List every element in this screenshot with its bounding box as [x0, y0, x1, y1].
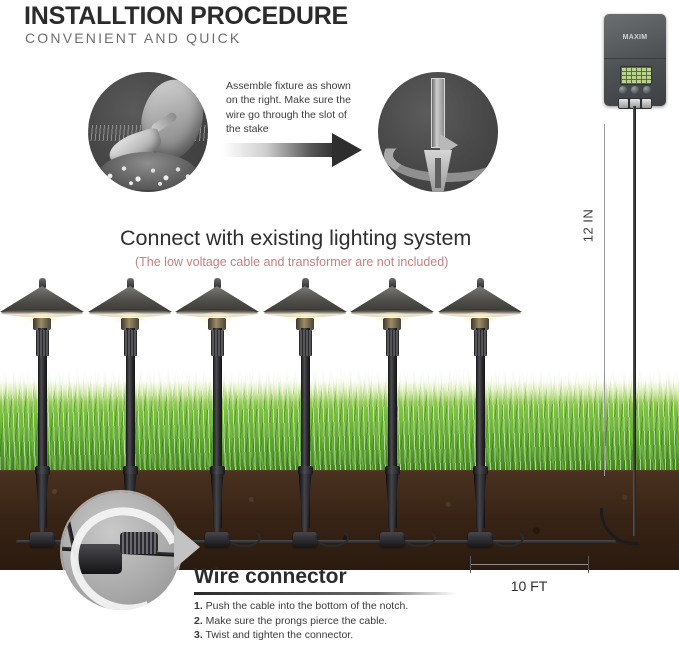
terminal [641, 99, 651, 108]
riser-tube [431, 78, 445, 148]
transformer-unit[interactable]: MAXIM [604, 14, 666, 109]
transformer-riser-cable [633, 106, 636, 536]
connector-body [76, 544, 122, 574]
pebble-texture [98, 158, 198, 188]
lamp-collar [121, 318, 139, 330]
callout-pointer [174, 525, 200, 569]
path-light-fixture [175, 278, 259, 550]
dimension-tick-left [470, 556, 471, 573]
lamp-post-ridges [123, 330, 137, 356]
lamp-post-ridges [210, 330, 224, 356]
page-subtitle: CONVENIENT AND QUICK [25, 30, 242, 46]
horizontal-dimension-line [470, 564, 588, 565]
lamp-post [387, 328, 397, 528]
cable-connector [293, 532, 317, 547]
cable-loop [490, 529, 524, 547]
lamp-finial [38, 278, 46, 288]
path-light-fixture [263, 278, 347, 550]
wire-connector-step: 2. Make sure the prongs pierce the cable… [194, 614, 388, 627]
lamp-collar [383, 318, 401, 330]
cable-loop [315, 529, 349, 547]
stake-slot [435, 158, 441, 188]
lamp-post [475, 328, 485, 528]
transformer-button[interactable] [619, 86, 627, 94]
wire-connector-steps: 1. Push the cable into the bottom of the… [194, 599, 494, 643]
digging-hole-photo [88, 72, 208, 192]
lamp-collar [208, 318, 226, 330]
cable-connector [205, 532, 229, 547]
lamp-post [37, 328, 47, 528]
lamp-post-ridges [473, 330, 487, 356]
stake-assembly-photo [378, 72, 498, 192]
wire-connector-step: 1. Push the cable into the bottom of the… [194, 600, 409, 612]
cable-connector [468, 532, 492, 547]
lamp-post [125, 328, 135, 528]
wire-connector-step: 3. Twist and tighten the connector. [194, 629, 354, 642]
lamp-stake-collar [122, 466, 138, 475]
transformer-buttons[interactable] [619, 86, 651, 94]
vertical-dimension-line [604, 124, 605, 476]
path-light-fixture [350, 278, 434, 550]
right-arrow [222, 133, 370, 167]
lamp-stake-collar [209, 466, 225, 475]
lamp-stake-collar [297, 466, 313, 475]
lamp-post-ridges [385, 330, 399, 356]
connector-cap [120, 532, 158, 554]
lamp-post [300, 328, 310, 528]
lamp-finial [301, 278, 309, 288]
connect-heading: Connect with existing lighting system [120, 226, 472, 250]
transformer-seam [604, 58, 666, 59]
path-light-fixture [438, 278, 522, 550]
transformer-button[interactable] [643, 86, 651, 94]
lamp-finial [388, 278, 396, 288]
path-light-fixture [0, 278, 84, 550]
cable-loop [227, 529, 261, 547]
lamp-stake-collar [472, 466, 488, 475]
lamp-collar [296, 318, 314, 330]
lamp-stake-collar [384, 466, 400, 475]
cable-connector [380, 532, 404, 547]
terminal-block [618, 98, 652, 109]
terminal [619, 99, 629, 108]
lamp-finial [213, 278, 221, 288]
dimension-tick-right [588, 556, 589, 573]
lamp-post [212, 328, 222, 528]
wire-connector-title: Wire connector [194, 565, 347, 588]
transformer-button[interactable] [631, 86, 639, 94]
assemble-instruction: Assemble fixture as shown on the right. … [226, 80, 351, 136]
twist-arrow-icon [62, 492, 180, 610]
page-title: INSTALLTION PROCEDURE [24, 2, 349, 30]
connect-note: (The low voltage cable and transformer a… [135, 255, 449, 269]
lamp-stake-collar [34, 466, 50, 475]
cable-connector [30, 532, 54, 547]
cable-loop [402, 529, 436, 547]
wire-connector-photo [62, 492, 180, 610]
lamp-collar [33, 318, 51, 330]
lamp-finial [126, 278, 134, 288]
arrow-head [332, 133, 362, 167]
grass-layer [0, 368, 679, 478]
terminal [630, 99, 640, 108]
vertical-dimension-label: 12 IN [580, 208, 596, 243]
lcd-display [620, 66, 652, 85]
arrow-shaft [222, 143, 337, 157]
path-light-fixture [88, 278, 172, 550]
transformer-brand: MAXIM [622, 34, 648, 41]
lamp-finial [476, 278, 484, 288]
lamp-post-ridges [298, 330, 312, 356]
wire-connector-rule [194, 592, 456, 595]
horizontal-dimension-label: 10 FT [510, 578, 548, 594]
lamp-collar [471, 318, 489, 330]
lamp-post-ridges [35, 330, 49, 356]
